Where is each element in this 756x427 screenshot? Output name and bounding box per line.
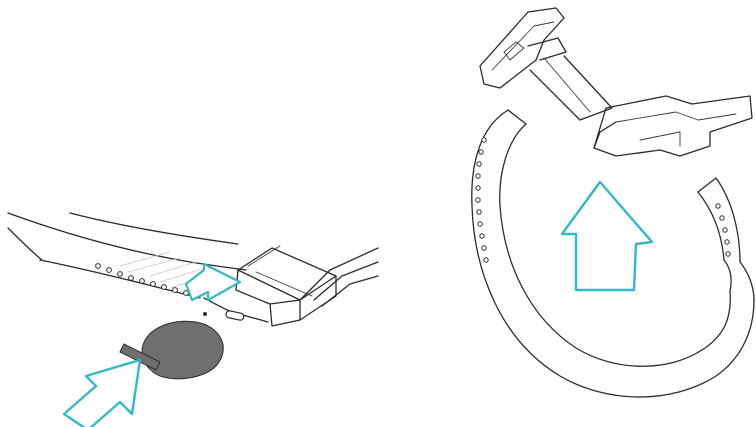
watch-body-edge: [299, 247, 379, 307]
band-holes-right: [715, 203, 731, 257]
step-panel-right: [380, 0, 756, 427]
spring-bar-slot-icon: [225, 310, 245, 321]
attach-arrow-up: [560, 180, 654, 292]
insert-arrow-upper: [184, 262, 242, 302]
clasp-upper: [479, 7, 613, 121]
clasp-lower: [593, 95, 753, 157]
strap-holes: [95, 263, 189, 296]
band-holes-left: [475, 137, 489, 263]
pin-icon: [203, 312, 207, 316]
band-attach-illustration: [471, 7, 755, 398]
removal-tool: [119, 320, 224, 380]
insert-arrow-lower: [62, 358, 142, 427]
watch-band-loop: [471, 109, 755, 398]
watch-strap: [7, 212, 247, 299]
band-removal-illustration: [7, 212, 379, 427]
step-panel-left: [7, 212, 379, 427]
